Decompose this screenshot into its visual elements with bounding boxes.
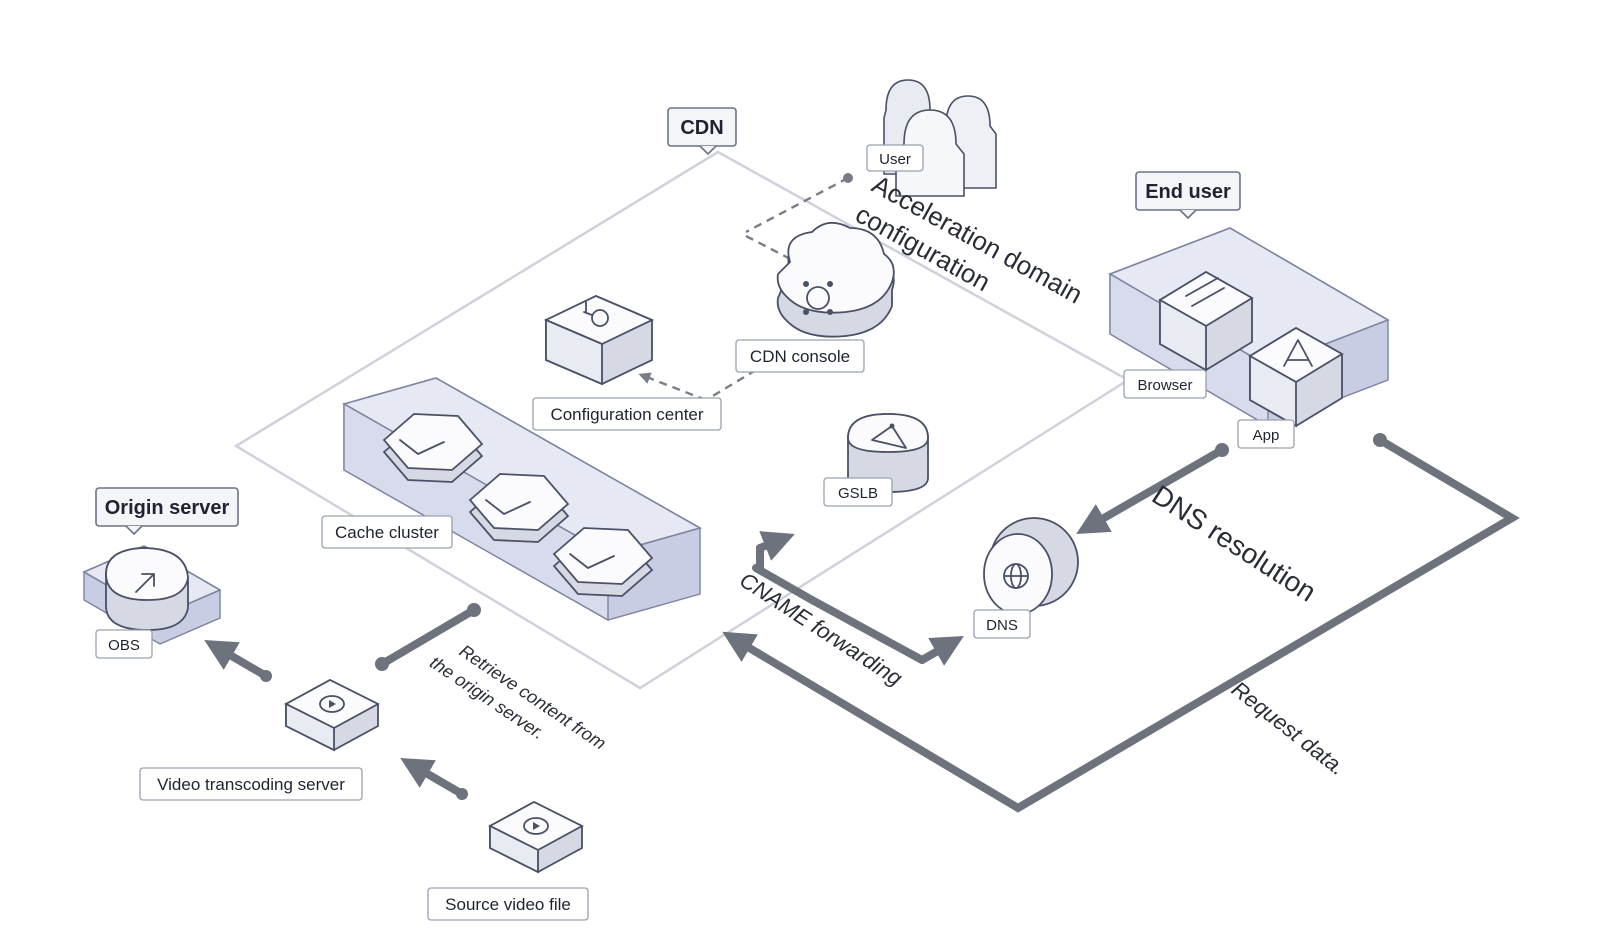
- user-label: User: [866, 144, 924, 172]
- cache-server-3-icon: [552, 527, 654, 597]
- cache-server-2-icon: [468, 473, 570, 543]
- dns-icon: [983, 517, 1079, 615]
- svg-text:DNS: DNS: [986, 617, 1018, 634]
- transcoding-arrow-start-dot: [260, 670, 272, 682]
- browser-icon: [1158, 270, 1254, 372]
- dns-resolution-label: DNS resolution: [1147, 479, 1322, 608]
- dns-arrow-start-dot: [1215, 443, 1229, 457]
- cache-cluster-label: Cache cluster: [321, 515, 453, 549]
- transcoding-to-obs-arrow: [204, 639, 270, 680]
- retrieve-arrow-start-dot: [467, 603, 481, 617]
- request-arrow-start-dot: [1373, 433, 1387, 447]
- cdn-boundary: [233, 150, 1131, 690]
- cdn-console-icon: [776, 222, 895, 338]
- retrieve-content-arrow: [378, 606, 478, 668]
- gslb-label: GSLB: [823, 477, 893, 507]
- browser-label: Browser: [1123, 369, 1207, 399]
- retrieve-arrow-end-dot: [375, 657, 389, 671]
- dns-label: DNS: [973, 609, 1031, 639]
- svg-text:App: App: [1253, 427, 1280, 444]
- svg-text:DNS resolution: DNS resolution: [1147, 479, 1322, 608]
- obs-label: OBS: [95, 629, 153, 659]
- svg-text:OBS: OBS: [108, 637, 140, 654]
- cname-forward-path: [752, 564, 926, 664]
- cname-forwarding-label: CNAME forwarding: [735, 567, 907, 691]
- end-user-group-label: End user: [1135, 171, 1241, 220]
- video-transcoding-server-label: Video transcoding server: [139, 767, 363, 801]
- svg-text:Request data.: Request data.: [1227, 676, 1350, 780]
- svg-text:GSLB: GSLB: [838, 485, 878, 502]
- origin-server-group-label: Origin server: [95, 487, 239, 536]
- svg-text:User: User: [879, 151, 911, 168]
- source-video-file-icon: [488, 800, 584, 874]
- user-to-console-dashed: [745, 176, 849, 234]
- svg-text:Configuration center: Configuration center: [550, 405, 703, 424]
- cdn-console-label: CDN console: [735, 339, 865, 373]
- svg-text:CDN console: CDN console: [750, 347, 850, 366]
- console-to-config-dashed: [705, 368, 757, 402]
- config-arrow-dashed: [638, 372, 707, 402]
- dashed-start-dot: [843, 173, 853, 183]
- svg-text:Browser: Browser: [1137, 377, 1192, 394]
- source-to-transcoding-arrow: [400, 757, 466, 798]
- cdn-title: CDN: [680, 117, 723, 139]
- svg-text:Origin server: Origin server: [105, 497, 230, 519]
- video-transcoding-server-icon: [284, 678, 380, 752]
- svg-text:Video transcoding server: Video transcoding server: [157, 775, 345, 794]
- cache-server-1-icon: [382, 413, 484, 483]
- source-arrow-start-dot: [456, 788, 468, 800]
- svg-text:CNAME forwarding: CNAME forwarding: [735, 567, 907, 691]
- app-icon: [1248, 326, 1344, 428]
- cname-forward-head-left2: [756, 531, 795, 561]
- svg-text:End user: End user: [1145, 181, 1231, 203]
- cdn-group-label: CDN: [667, 107, 737, 156]
- obs-icon: [105, 547, 189, 631]
- source-video-file-label: Source video file: [427, 887, 589, 921]
- configuration-center-label: Configuration center: [532, 397, 722, 431]
- gslb-icon: [847, 413, 929, 493]
- svg-text:Source video file: Source video file: [445, 895, 571, 914]
- svg-text:Cache cluster: Cache cluster: [335, 523, 439, 542]
- app-label: App: [1237, 419, 1295, 449]
- cname-forward-head-right: [918, 636, 964, 666]
- request-data-arrow: [722, 436, 1520, 813]
- console-link-dashed: [745, 234, 801, 266]
- configuration-center-icon: [543, 295, 655, 386]
- request-data-label: Request data.: [1227, 676, 1350, 780]
- dns-resolution-arrow: [1076, 446, 1226, 534]
